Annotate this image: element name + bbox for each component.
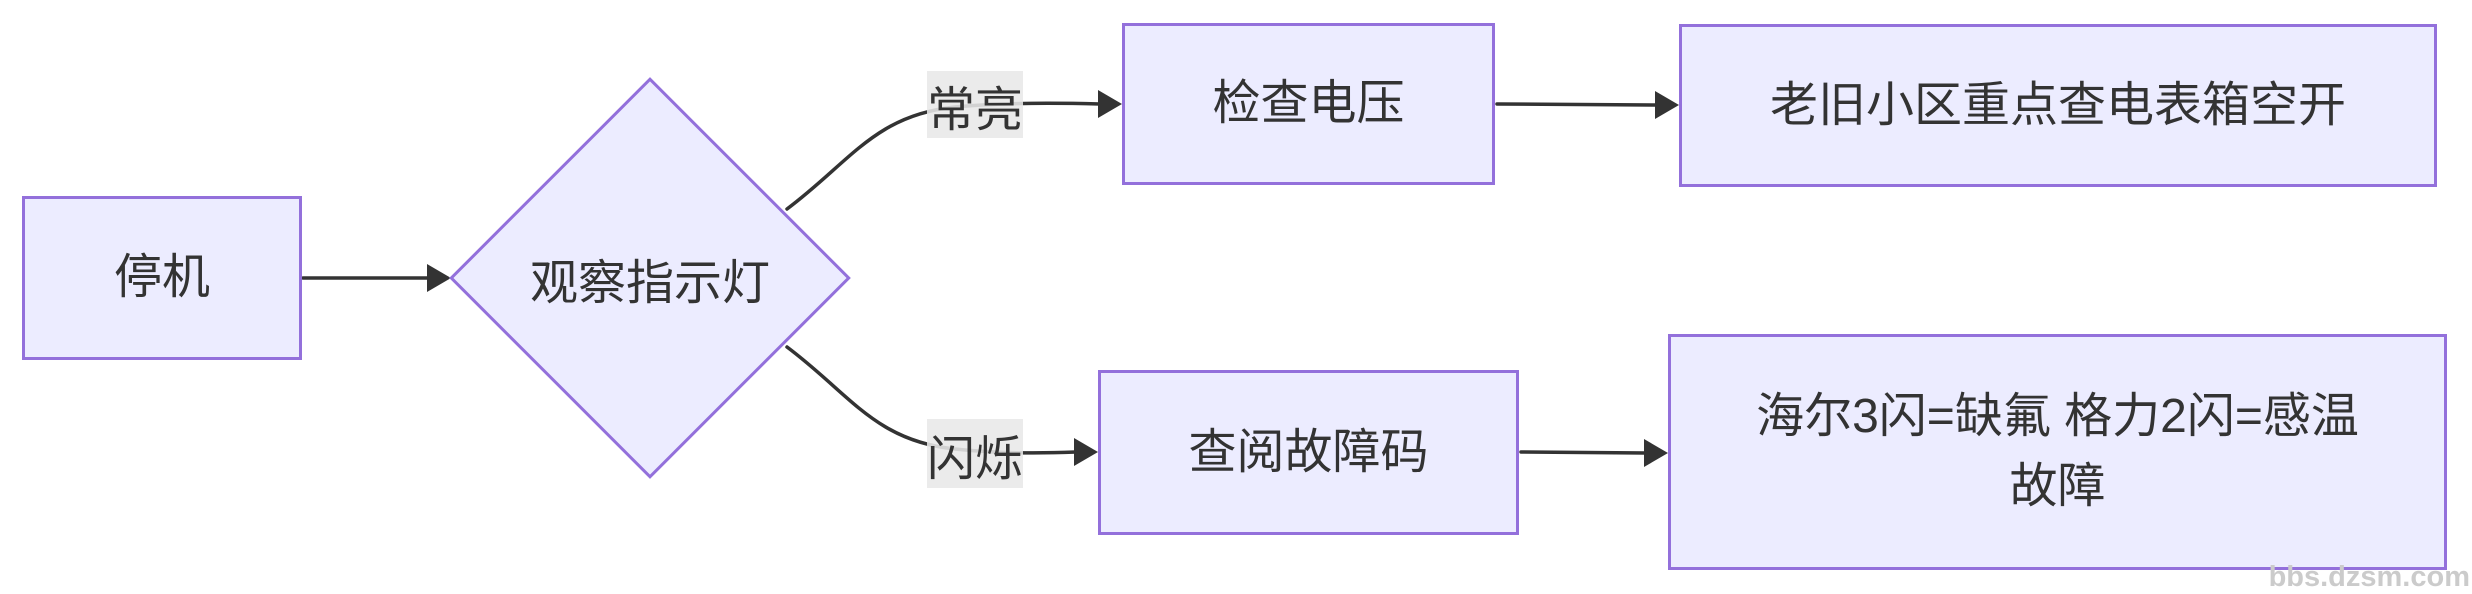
node-check-voltage: 检查电压 — [1122, 23, 1495, 185]
fault-meanings-line2: 故障 — [2009, 460, 2106, 513]
node-old-community-check-breaker: 老旧小区重点查电表箱空开 — [1679, 24, 2437, 187]
edge-check-voltage-to-old-community — [1495, 102, 1659, 107]
fault-meanings-line1: 海尔3闪=缺氟 格力2闪=感温 — [1756, 390, 2359, 444]
node-look-up-fault-code: 查阅故障码 — [1098, 370, 1519, 535]
arrowhead-icon — [1098, 90, 1122, 118]
node-fault-code-meanings: 海尔3闪=缺氟 格力2闪=感温 故障 — [1668, 334, 2447, 570]
edge-label-steady-on: 常亮 — [927, 71, 1023, 138]
node-shutdown: 停机 — [22, 196, 302, 360]
arrowhead-icon — [1074, 438, 1098, 466]
watermark: bbs.dzsm.com — [2268, 561, 2470, 593]
edge-label-blinking: 闪烁 — [927, 419, 1023, 488]
edge-fault-code-to-fault-meaning — [1519, 450, 1648, 455]
arrowhead-icon — [1655, 91, 1679, 119]
node-observe-indicator-light: 观察指示灯 — [529, 257, 770, 310]
arrowhead-icon — [427, 264, 451, 292]
arrowhead-icon — [1644, 439, 1668, 467]
